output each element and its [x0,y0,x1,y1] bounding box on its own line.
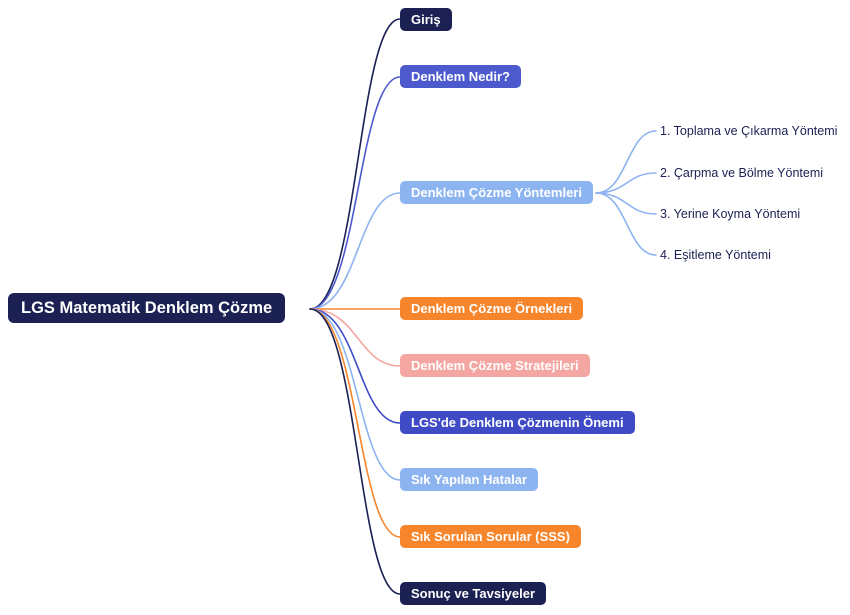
link-root-sss [309,308,401,538]
branch-node-denklem-cozme-stratejileri[interactable]: Denklem Çözme Stratejileri [400,354,590,377]
child-node-esitleme-yontemi[interactable]: 4. Eşitleme Yöntemi [660,248,771,262]
link-yontemleri-toplama-cikarma [595,130,657,194]
branch-node-denklem-nedir[interactable]: Denklem Nedir? [400,65,521,88]
child-node-carpma-ve-bolme-yontemi[interactable]: 2. Çarpma ve Bölme Yöntemi [660,166,824,180]
branch-node-sik-sorulan-sorular-sss[interactable]: Sık Sorulan Sorular (SSS) [400,525,581,548]
link-yontemleri-yerine-koyma [595,192,657,215]
child-node-toplama-ve-cikarma-yontemi[interactable]: 1. Toplama ve Çıkarma Yöntemi [660,124,838,138]
link-root-sonuc [309,308,401,595]
branch-node-denklem-cozme-ornekleri[interactable]: Denklem Çözme Örnekleri [400,297,584,320]
child-node-yerine-koyma-yontemi[interactable]: 3. Yerine Koyma Yöntemi [660,207,801,221]
link-root-yontemleri [309,192,401,310]
branch-node-sik-yapilan-hatalar[interactable]: Sık Yapılan Hatalar [400,468,539,491]
root-node[interactable]: LGS Matematik Denklem Çözme [8,293,286,323]
link-root-denklem-nedir [309,76,401,310]
link-yontemleri-carpma-bolme [595,172,657,194]
link-root-giris [309,18,401,310]
branch-node-sonuc-ve-tavsiyeler[interactable]: Sonuç ve Tavsiyeler [400,582,547,605]
link-root-onemi [309,308,401,424]
branch-node-lgsde-denklem-cozmenin-onemi[interactable]: LGS'de Denklem Çözmenin Önemi [400,411,635,434]
link-root-stratejileri [309,308,401,367]
branch-node-denklem-cozme-yontemleri[interactable]: Denklem Çözme Yöntemleri [400,181,593,204]
link-root-hatalar [309,308,401,481]
branch-node-giris[interactable]: Giriş [400,8,452,31]
link-yontemleri-esitleme [595,192,657,256]
